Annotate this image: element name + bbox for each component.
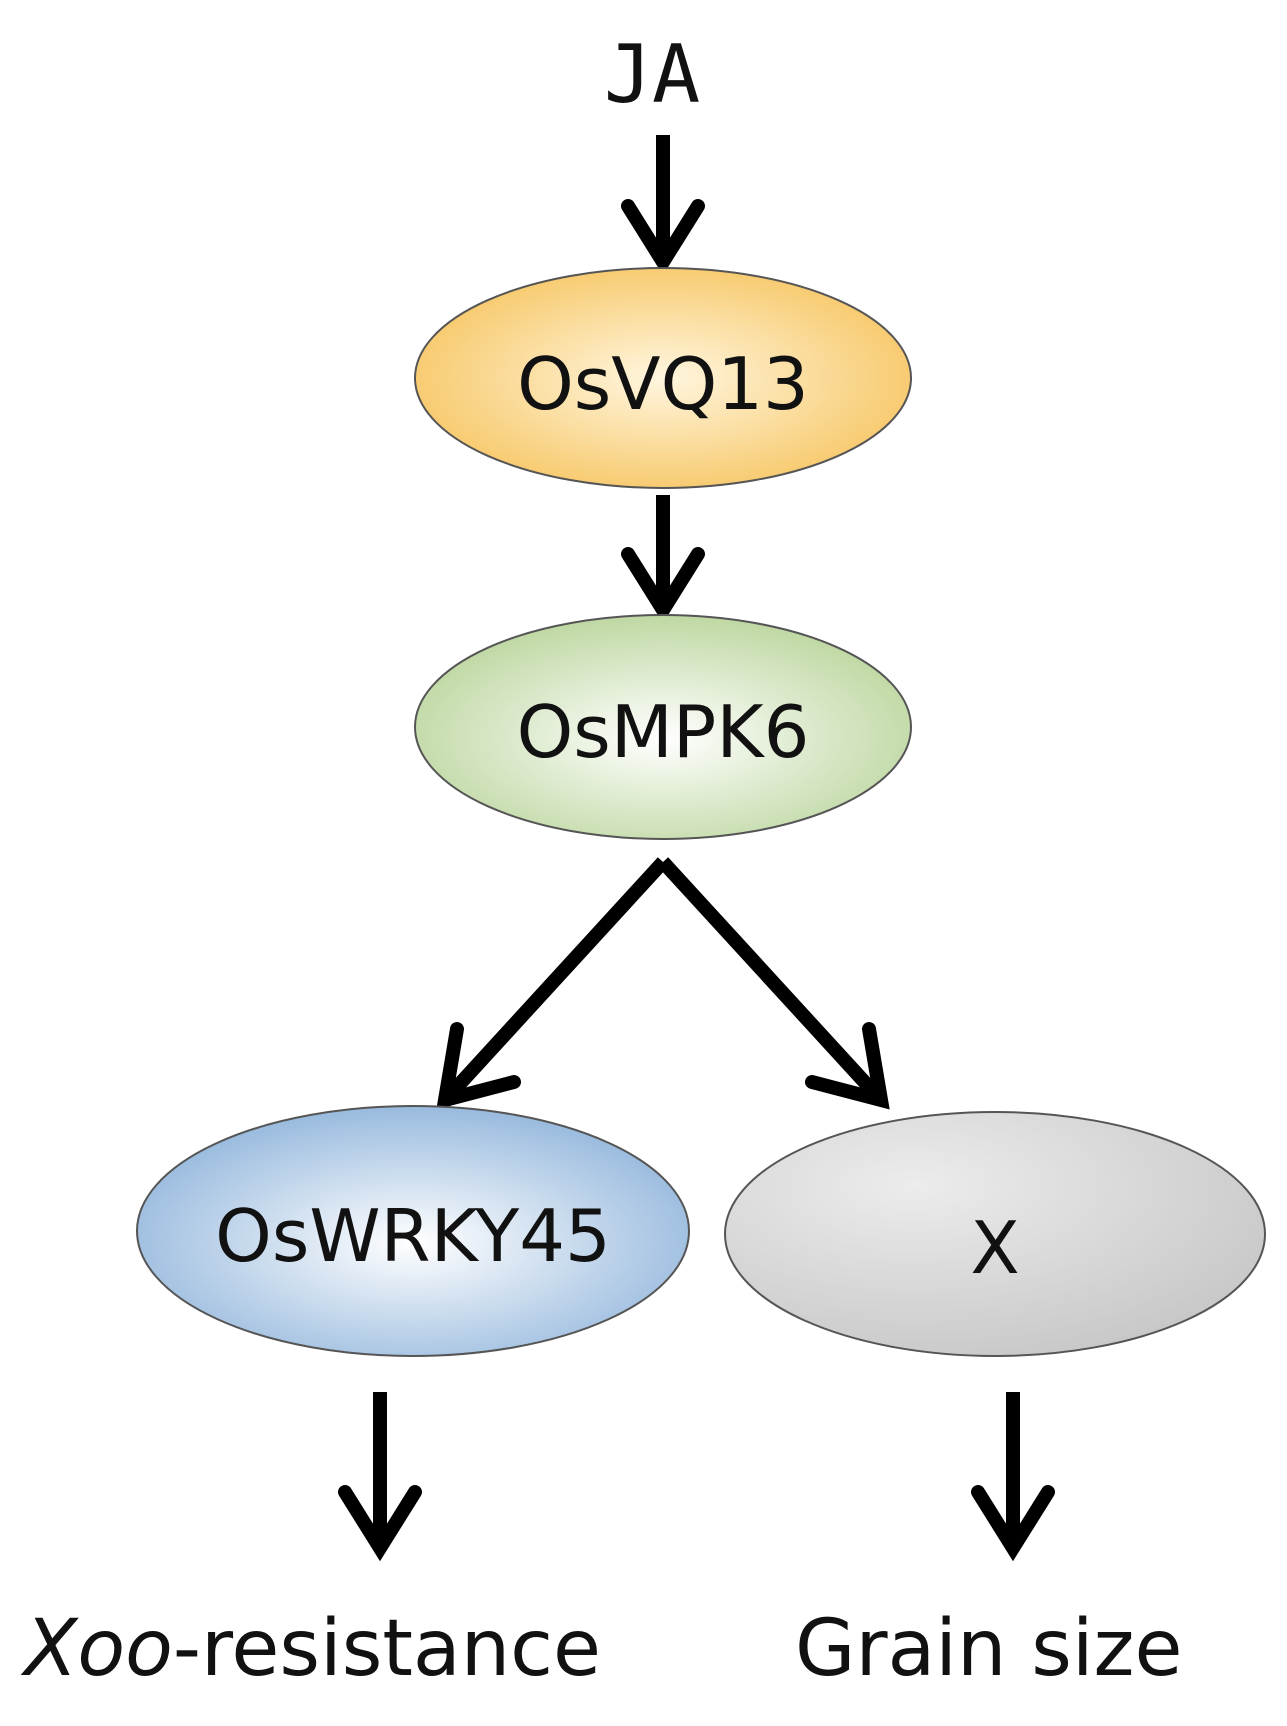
output-grain-size: Grain size [795, 1604, 1182, 1694]
output-xoo-resistance: Xoo-resistance [20, 1604, 601, 1694]
arrow-ja-to-osvq13 [621, 135, 705, 276]
node-oswrky45: OsWRKY45 [136, 1105, 690, 1357]
oswrky45-label: OsWRKY45 [215, 1194, 611, 1278]
arrow-osvq13-to-osmpk6 [621, 495, 705, 624]
node-osvq13: OsVQ13 [414, 267, 912, 489]
x-label: X [970, 1206, 1019, 1290]
arrow-x-to-grain-size [971, 1392, 1055, 1562]
arrow-osmpk6-to-oswrky45 [436, 857, 669, 1110]
arrow-oswrky45-to-xoo-resistance [338, 1392, 422, 1562]
osmpk6-label: OsMPK6 [517, 690, 810, 774]
osvq13-label: OsVQ13 [517, 342, 809, 426]
arrow-osmpk6-to-x [657, 857, 890, 1110]
node-x: X [724, 1111, 1266, 1357]
resistance-label: -resistance [173, 1604, 601, 1694]
ja-label: JA [604, 28, 700, 121]
node-osmpk6: OsMPK6 [414, 614, 912, 840]
xoo-italic-label: Xoo [20, 1604, 173, 1694]
